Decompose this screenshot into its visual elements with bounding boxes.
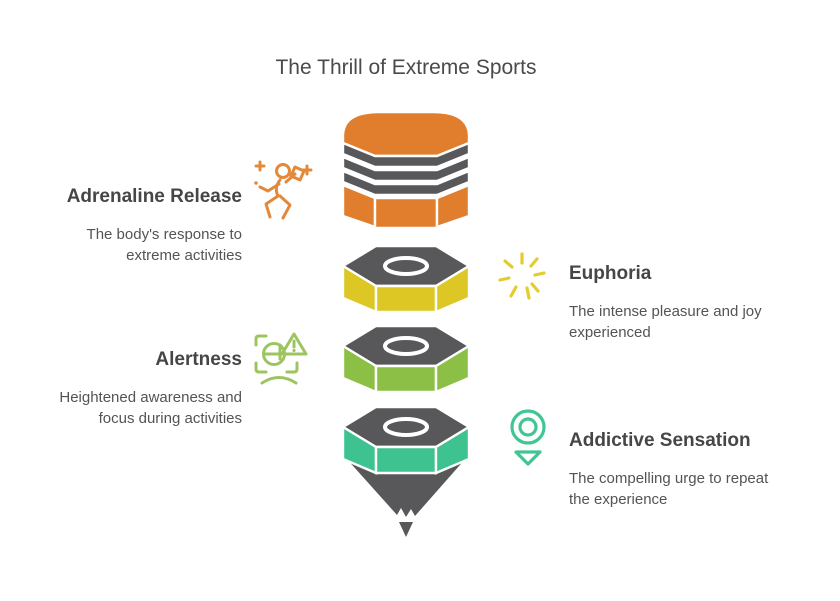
- section-adrenaline-release: Adrenaline Release The body's response t…: [0, 184, 242, 266]
- alert-scan-face-icon: [254, 332, 308, 385]
- funnel-diagram: [340, 110, 472, 537]
- section-heading: Adrenaline Release: [66, 186, 242, 207]
- funnel-segment-euphoria: [340, 244, 472, 314]
- section-heading: Addictive Sensation: [569, 430, 751, 451]
- funnel-segment-adrenaline: [341, 110, 471, 230]
- section-addictive-sensation: Addictive Sensation The compelling urge …: [569, 428, 819, 510]
- excited-person-icon: [254, 160, 313, 220]
- page-title: The Thrill of Extreme Sports: [275, 56, 537, 79]
- sparkle-burst-icon: [498, 252, 546, 300]
- section-heading: Euphoria: [569, 263, 652, 284]
- section-heading: Alertness: [155, 349, 242, 370]
- pin-target-icon: [510, 409, 546, 466]
- funnel-segment-addictive: [340, 405, 472, 475]
- funnel-segment-alertness: [340, 324, 472, 394]
